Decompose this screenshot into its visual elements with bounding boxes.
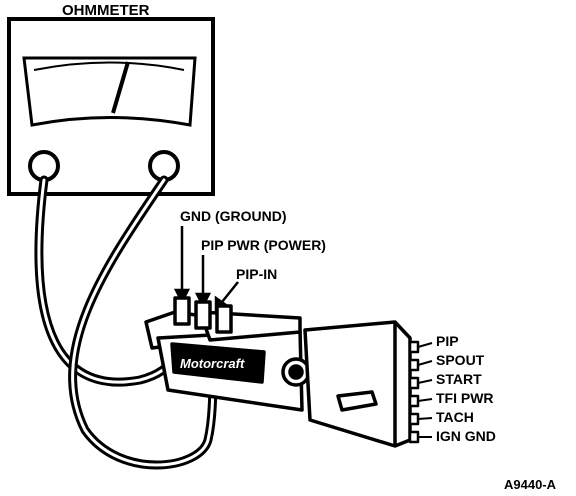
pin-leaders — [417, 342, 433, 438]
gnd-arrowhead — [173, 288, 191, 305]
pin-label-tfi-pwr: TFI PWR — [436, 390, 494, 406]
label-pip-pwr: PIP PWR (POWER) — [201, 237, 326, 253]
leader-start — [417, 379, 433, 384]
label-pip-in: PIP-IN — [236, 266, 277, 282]
pin-stub-spout — [408, 358, 420, 372]
terminal-gnd — [173, 296, 191, 326]
pin-label-start: START — [436, 371, 482, 387]
test-lead-right-core — [71, 178, 216, 467]
leader-spout — [417, 360, 433, 366]
pin-label-tach: TACH — [436, 409, 474, 425]
pip-in-pointer-line — [221, 281, 239, 303]
tfi-module — [144, 296, 420, 448]
pin-stub-pip — [408, 340, 420, 354]
pin-stub-ign-gnd — [408, 430, 420, 444]
leader-pip — [417, 342, 433, 348]
terminal-pip-pwr — [194, 300, 212, 330]
meter-needle — [111, 61, 130, 114]
pin-label-spout: SPOUT — [436, 352, 485, 368]
label-gnd: GND (GROUND) — [180, 208, 287, 224]
connector-pin-labels: PIP SPOUT START TFI PWR TACH IGN GND — [436, 333, 496, 444]
meter-window — [22, 56, 197, 127]
pin-stub-tfi-pwr — [408, 394, 420, 408]
brand-plate — [170, 342, 266, 384]
leader-tach — [417, 417, 433, 420]
module-brand: Motorcraft — [180, 356, 245, 371]
pin-label-pip: PIP — [436, 333, 459, 349]
meter-scale — [33, 61, 185, 71]
connector-latch — [336, 390, 378, 412]
pin-stub-tach — [408, 412, 420, 426]
terminal-pip-in — [215, 304, 233, 334]
leader-tfi-pwr — [417, 398, 433, 402]
figure-id: A9440-A — [504, 477, 557, 492]
module-boss-center — [288, 364, 304, 380]
ohmmeter-title: OHMMETER — [62, 2, 150, 19]
pin-stub-start — [408, 376, 420, 390]
ohmmeter: OHMMETER — [7, 2, 215, 196]
pin-label-ign-gnd: IGN GND — [436, 428, 496, 444]
pip-pwr-arrowhead — [194, 292, 212, 309]
